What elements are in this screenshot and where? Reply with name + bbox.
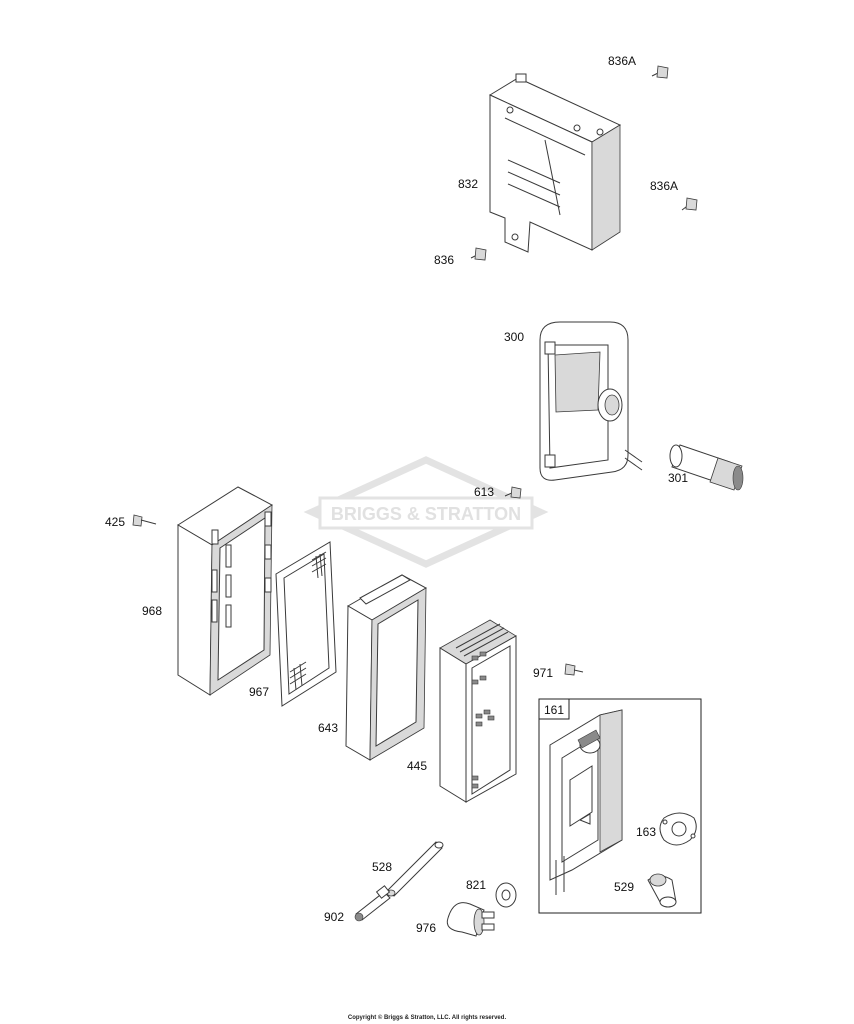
callout-300: 300 (504, 330, 525, 344)
callout-902: 902 (324, 910, 345, 924)
callout-528: 528 (372, 860, 393, 874)
callout-971: 971 (533, 666, 554, 680)
brand-watermark: BRIGGS & STRATTON (303, 456, 549, 568)
callout-821: 821 (466, 878, 487, 892)
part-821-washer (495, 882, 517, 908)
callout-643: 643 (318, 721, 339, 735)
part-836A-top-screw (651, 65, 669, 79)
part-832-bracket (488, 73, 622, 253)
part-902-fitting (354, 885, 391, 922)
callout-976: 976 (416, 921, 437, 935)
part-836-screw (470, 247, 487, 261)
part-529-elbow (647, 873, 677, 908)
copyright-notice: Copyright © Briggs & Stratton, LLC. All … (347, 1015, 507, 1021)
callout-832: 832 (458, 177, 479, 191)
part-301-pipe (669, 444, 744, 491)
group-161-box: 161 (538, 698, 702, 914)
part-967-gasket (275, 541, 337, 707)
part-976-valve (446, 902, 495, 937)
part-528-hose (386, 841, 444, 897)
callout-529: 529 (614, 880, 635, 894)
part-163-gasket (659, 812, 697, 846)
part-445-filter (439, 619, 517, 803)
part-968-base (177, 486, 273, 696)
watermark-text: BRIGGS & STRATTON (331, 504, 521, 524)
callout-836A-mid: 836A (650, 179, 679, 193)
part-300-muffler (539, 321, 643, 481)
part-643-precleaner (345, 574, 428, 761)
callout-967: 967 (249, 685, 270, 699)
callout-301: 301 (668, 471, 689, 485)
part-161-cover (549, 709, 623, 895)
callout-968: 968 (142, 604, 163, 618)
part-425-screw (132, 514, 157, 527)
callout-163: 163 (636, 825, 657, 839)
callout-445: 445 (407, 759, 428, 773)
part-971-screw (564, 663, 584, 676)
callout-836: 836 (434, 253, 455, 267)
part-613-screw (504, 486, 522, 499)
callout-425: 425 (105, 515, 126, 529)
callout-613: 613 (474, 485, 495, 499)
part-836A-mid-screw (681, 197, 698, 211)
group-161-label: 161 (544, 703, 564, 717)
callout-836A-top: 836A (608, 54, 637, 68)
